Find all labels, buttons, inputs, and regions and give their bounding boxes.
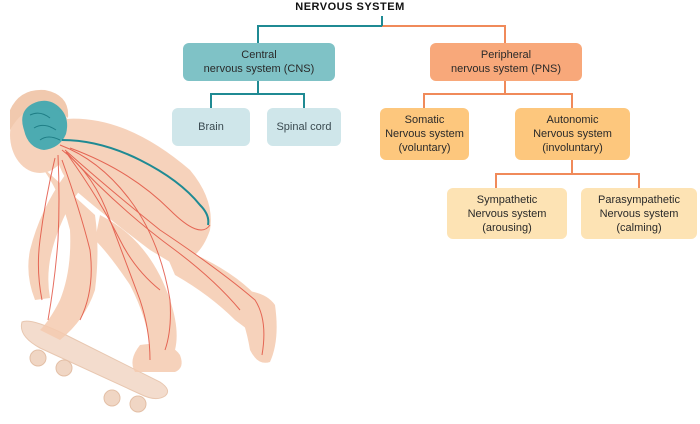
parasympathetic-box: Parasympathetic Nervous system (calming) (581, 188, 697, 239)
central-nervous-system (22, 100, 210, 226)
cns-line1: Central (241, 49, 277, 61)
somatic-box: Somatic Nervous system (voluntary) (380, 108, 469, 160)
skateboarder-figure (10, 89, 277, 413)
root-connector-pns (382, 25, 506, 44)
diagram-title: NERVOUS SYSTEM (295, 1, 405, 13)
pns-line2: nervous system (PNS) (450, 63, 562, 75)
autonomic-box: Autonomic Nervous system (involuntary) (515, 108, 630, 160)
brain-box: Brain (172, 108, 250, 146)
sympathetic-box: Sympathetic Nervous system (arousing) (447, 188, 567, 239)
parasympathetic-line2: Nervous system (599, 207, 679, 220)
parasympathetic-line3: (calming) (616, 221, 662, 234)
peripheral-nerves (37, 144, 265, 361)
body-silhouette (10, 89, 277, 372)
spinal-cord-box: Spinal cord (267, 108, 341, 146)
autonomic-connector (495, 160, 640, 188)
cns-line2: nervous system (CNS) (203, 63, 315, 75)
autonomic-line3: (involuntary) (542, 142, 603, 154)
sympathetic-line3: (arousing) (482, 221, 532, 234)
parasympathetic-line1: Parasympathetic (598, 193, 680, 206)
sympathetic-line2: Nervous system (467, 207, 547, 220)
pns-connector (423, 80, 573, 108)
spinal-cord-label: Spinal cord (276, 121, 332, 133)
somatic-line1: Somatic (404, 114, 445, 126)
brain-label: Brain (198, 121, 224, 133)
cns-box: Central nervous system (CNS) (183, 43, 335, 81)
somatic-line2: Nervous system (385, 128, 464, 140)
somatic-line3: (voluntary) (398, 142, 451, 154)
autonomic-line2: Nervous system (533, 128, 612, 140)
pns-line1: Peripheral (480, 49, 532, 61)
autonomic-line1: Autonomic (546, 114, 599, 126)
cns-connector (210, 80, 305, 108)
pns-box: Peripheral nervous system (PNS) (430, 43, 582, 81)
root-connector (257, 25, 382, 44)
sympathetic-line1: Sympathetic (476, 193, 538, 206)
